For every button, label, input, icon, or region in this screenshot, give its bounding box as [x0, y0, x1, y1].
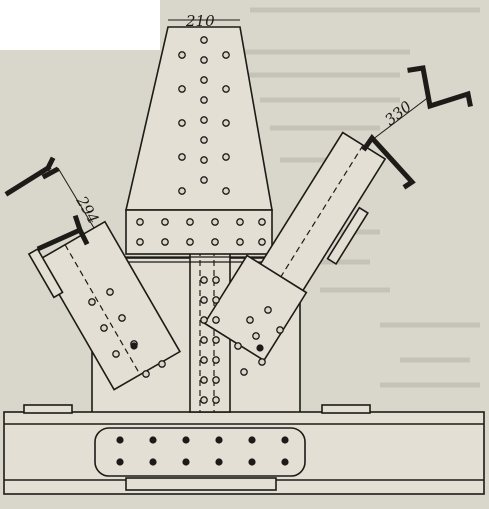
rivet-hole	[161, 238, 169, 246]
rivet-hole	[200, 316, 208, 324]
rivet-hole	[234, 342, 242, 350]
bottom-chord	[3, 404, 485, 495]
rivet-hole	[118, 314, 126, 322]
bolt	[182, 436, 190, 444]
rivet-hole	[100, 324, 108, 332]
rivet-hole	[200, 76, 208, 84]
dimension-lines	[57, 19, 431, 229]
rivet-hole	[236, 238, 244, 246]
rivet-hole	[212, 376, 220, 384]
rivet-hole	[88, 298, 96, 306]
rivet-hole	[178, 153, 186, 161]
bolt	[281, 436, 289, 444]
rivet-hole	[252, 332, 260, 340]
rivet-hole	[240, 368, 248, 376]
rivet-hole	[200, 56, 208, 64]
rivet-hole	[178, 85, 186, 93]
rivet-hole	[222, 153, 230, 161]
right-diagonal	[203, 131, 387, 362]
rivet-hole	[200, 276, 208, 284]
rivet-holes	[88, 36, 289, 466]
bolt	[248, 458, 256, 466]
rivet-hole	[136, 218, 144, 226]
rivet-hole	[178, 187, 186, 195]
rivet-hole	[212, 356, 220, 364]
rivet-hole	[142, 370, 150, 378]
bolt	[215, 458, 223, 466]
rivet-hole	[222, 187, 230, 195]
rivet-hole	[200, 336, 208, 344]
splice-plate	[94, 427, 306, 477]
rivet-hole	[200, 396, 208, 404]
rivet-hole	[212, 276, 220, 284]
bolt	[215, 436, 223, 444]
rivet-hole	[236, 218, 244, 226]
rivet-hole	[200, 116, 208, 124]
bolt	[281, 458, 289, 466]
rivet-hole	[200, 176, 208, 184]
left-channel-section	[4, 156, 90, 252]
bolt	[149, 458, 157, 466]
rivet-hole	[186, 218, 194, 226]
bolt	[130, 342, 138, 350]
rivet-hole	[222, 119, 230, 127]
rivet-hole	[258, 218, 266, 226]
rivet-hole	[258, 238, 266, 246]
rivet-hole	[200, 156, 208, 164]
rivet-hole	[211, 238, 219, 246]
blank-area	[0, 0, 160, 50]
rivet-hole	[136, 238, 144, 246]
rivet-hole	[200, 356, 208, 364]
upper-gusset	[124, 26, 274, 263]
rivet-hole	[200, 36, 208, 44]
rivet-hole	[178, 51, 186, 59]
bolt	[256, 344, 264, 352]
rivet-hole	[178, 119, 186, 127]
bolt	[182, 458, 190, 466]
rivet-hole	[106, 288, 114, 296]
rivet-hole	[264, 306, 272, 314]
rivet-hole	[112, 350, 120, 358]
right-channel-section	[361, 65, 473, 190]
rivet-hole	[212, 396, 220, 404]
rivet-hole	[161, 218, 169, 226]
bolt	[149, 436, 157, 444]
rivet-hole	[186, 238, 194, 246]
dim-top-width: 210	[185, 12, 215, 30]
left-diagonal	[27, 220, 182, 391]
rivet-hole	[212, 316, 220, 324]
rivet-hole	[211, 218, 219, 226]
bolt	[248, 436, 256, 444]
bolt	[116, 436, 124, 444]
rivet-hole	[212, 336, 220, 344]
rivet-hole	[212, 296, 220, 304]
rivet-hole	[276, 326, 284, 334]
rivet-hole	[200, 376, 208, 384]
rivet-hole	[246, 316, 254, 324]
rivet-hole	[158, 360, 166, 368]
rivet-hole	[222, 85, 230, 93]
bolt	[116, 458, 124, 466]
rivet-hole	[200, 96, 208, 104]
rivet-hole	[258, 358, 266, 366]
rivet-hole	[200, 136, 208, 144]
rivet-hole	[222, 51, 230, 59]
rivet-hole	[200, 296, 208, 304]
